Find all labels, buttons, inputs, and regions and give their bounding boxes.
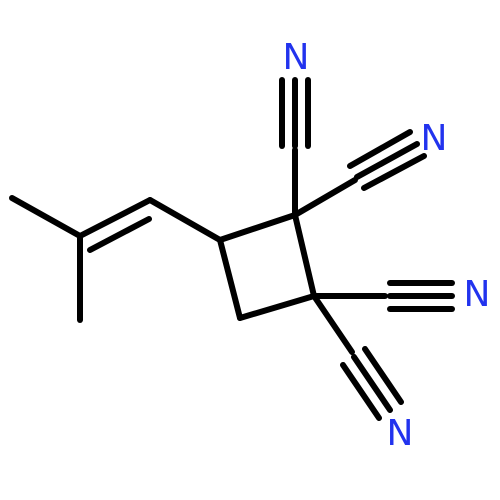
atom-label-n3: N bbox=[464, 274, 491, 315]
bond-nitrile-2-triple-c bbox=[361, 153, 427, 191]
bond-double-outer bbox=[77, 197, 153, 239]
atom-label-n4: N bbox=[387, 413, 414, 454]
bond-nitrile-2-triple-a bbox=[347, 129, 413, 169]
bond-nitrile-2-triple-b bbox=[354, 141, 420, 180]
bond-methyl-1 bbox=[9, 195, 83, 239]
atom-label-n2: N bbox=[421, 118, 448, 159]
atom-label-n1: N bbox=[283, 37, 310, 78]
bond-nitrile-2-single bbox=[292, 177, 358, 218]
bond-nitrile-4-triple-b bbox=[351, 354, 393, 413]
bond-nitrile-4-single bbox=[311, 293, 355, 355]
bond-ring-top bbox=[217, 212, 298, 243]
bond-nitrile-4-triple-a bbox=[340, 362, 382, 421]
bond-nitrile-4-triple-c bbox=[362, 346, 404, 405]
bond-vinyl-ring bbox=[147, 197, 223, 243]
bond-double-inner bbox=[87, 216, 152, 253]
bond-ring-left bbox=[217, 237, 243, 321]
bond-ring-right bbox=[292, 212, 317, 299]
bond-ring-bottom bbox=[237, 293, 317, 321]
